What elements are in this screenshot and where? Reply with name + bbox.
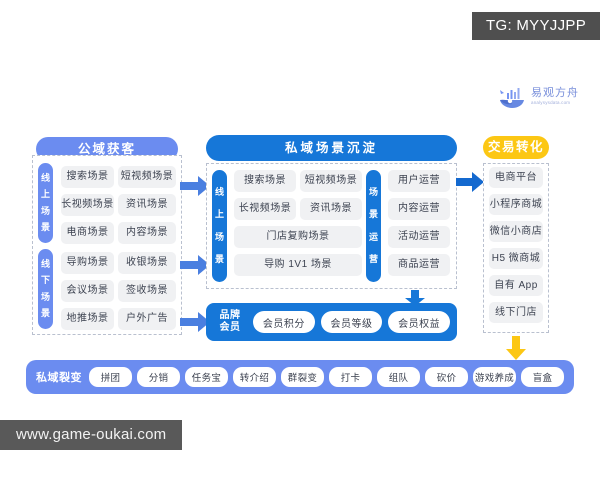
arrow-right-icon (180, 255, 210, 275)
fission-chip[interactable]: 游戏养成 (473, 367, 516, 387)
brand-member-bar: 品牌 会员 会员积分 会员等级 会员权益 (206, 303, 457, 341)
vlabel-char: 线 (40, 259, 50, 270)
left-cell[interactable]: 地推场景 (61, 308, 114, 330)
site-watermark: www.game-oukai.com (0, 420, 183, 450)
mid-panel-header: 私域场景沉淀 (206, 135, 457, 161)
right-cell[interactable]: 线下门店 (489, 302, 543, 323)
bottom-bar-label: 私域裂变 (36, 372, 82, 384)
vlabel-char: 运 (368, 231, 378, 242)
left-cell[interactable]: 收银场景 (118, 252, 176, 274)
mid-ops-cell[interactable]: 用户运营 (388, 170, 450, 192)
left-cell[interactable]: 签收场景 (118, 280, 176, 302)
brand-logo: 易观方舟 analysysdata.com (497, 84, 579, 110)
mid-scene-operations-label: 场 景 运 营 (366, 170, 381, 282)
right-cell[interactable]: 自有 App (489, 275, 543, 296)
mid-ops-cell[interactable]: 商品运营 (388, 254, 450, 276)
fission-chip[interactable]: 打卡 (329, 367, 372, 387)
member-chip[interactable]: 会员权益 (388, 311, 451, 333)
brand-member-label-line2: 会员 (219, 322, 241, 333)
vlabel-char: 场 (214, 231, 224, 242)
arrow-right-icon (456, 172, 484, 192)
mid-online-scene-label: 线 上 场 景 (212, 170, 227, 282)
mid-scene-cell[interactable]: 搜索场景 (234, 170, 296, 192)
fission-chip[interactable]: 拼团 (89, 367, 132, 387)
logo-name-en: analysysdata.com (531, 100, 571, 106)
right-cell[interactable]: 电商平台 (489, 167, 543, 188)
left-cell[interactable]: 短视频场景 (118, 166, 176, 188)
mid-scene-cell-wide[interactable]: 门店复购场景 (234, 226, 362, 248)
right-cell[interactable]: 小程序商城 (489, 194, 543, 215)
arrow-down-icon (405, 290, 425, 306)
left-cell[interactable]: 会议场景 (61, 280, 114, 302)
arrow-right-icon (180, 312, 210, 332)
vlabel-char: 上 (40, 189, 50, 200)
vlabel-char: 场 (368, 186, 378, 197)
mid-scene-cell-wide[interactable]: 导购 1V1 场景 (234, 254, 362, 276)
mid-ops-cell[interactable]: 内容运营 (388, 198, 450, 220)
fission-chip[interactable]: 组队 (377, 367, 420, 387)
fission-chip[interactable]: 群裂变 (281, 367, 324, 387)
vlabel-char: 景 (214, 254, 224, 265)
vlabel-char: 线 (214, 186, 224, 197)
vlabel-char: 上 (214, 209, 224, 220)
boat-chart-logo-icon (500, 88, 524, 108)
left-online-scene-label: 线 上 场 景 (38, 163, 53, 243)
vlabel-char: 下 (40, 275, 50, 286)
right-cell[interactable]: 微信小商店 (489, 221, 543, 242)
logo-name-cn: 易观方舟 (531, 87, 579, 100)
vlabel-char: 场 (40, 291, 50, 302)
mid-scene-cell[interactable]: 短视频场景 (300, 170, 362, 192)
brand-member-label: 品牌 会员 (213, 310, 247, 335)
arrow-right-icon (180, 176, 210, 196)
left-cell[interactable]: 内容场景 (118, 222, 176, 244)
left-cell[interactable]: 户外广告 (118, 308, 176, 330)
member-chip[interactable]: 会员等级 (320, 311, 383, 333)
fission-chip[interactable]: 分销 (137, 367, 180, 387)
telegram-watermark-badge: TG: MYYJJPP (472, 12, 600, 40)
vlabel-char: 营 (368, 254, 378, 265)
left-offline-scene-label: 线 下 场 景 (38, 249, 53, 329)
fission-chip[interactable]: 转介绍 (233, 367, 276, 387)
member-chip[interactable]: 会员积分 (253, 311, 315, 333)
left-cell[interactable]: 电商场景 (61, 222, 114, 244)
fission-chip[interactable]: 盲盒 (521, 367, 564, 387)
bottom-fission-bar: 私域裂变 拼团 分销 任务宝 转介绍 群裂变 打卡 组队 砍价 游戏养成 盲盒 (26, 360, 574, 394)
left-cell[interactable]: 导购场景 (61, 252, 114, 274)
left-cell[interactable]: 资讯场景 (118, 194, 176, 216)
fission-chip[interactable]: 砍价 (425, 367, 468, 387)
brand-member-label-line1: 品牌 (219, 309, 241, 321)
mid-scene-cell[interactable]: 资讯场景 (300, 198, 362, 220)
logo-wordmark: 易观方舟 analysysdata.com (531, 88, 579, 106)
fission-chip[interactable]: 任务宝 (185, 367, 228, 387)
vlabel-char: 景 (40, 307, 50, 318)
vlabel-char: 景 (40, 221, 50, 232)
right-panel-header: 交易转化 (483, 136, 549, 159)
vlabel-char: 景 (368, 209, 378, 220)
right-cell[interactable]: H5 微商城 (489, 248, 543, 269)
mid-scene-cell[interactable]: 长视频场景 (234, 198, 296, 220)
left-cell[interactable]: 长视频场景 (61, 194, 114, 216)
arrow-down-icon (506, 336, 526, 360)
mid-ops-cell[interactable]: 活动运营 (388, 226, 450, 248)
left-cell[interactable]: 搜索场景 (61, 166, 114, 188)
vlabel-char: 场 (40, 205, 50, 216)
vlabel-char: 线 (40, 173, 50, 184)
